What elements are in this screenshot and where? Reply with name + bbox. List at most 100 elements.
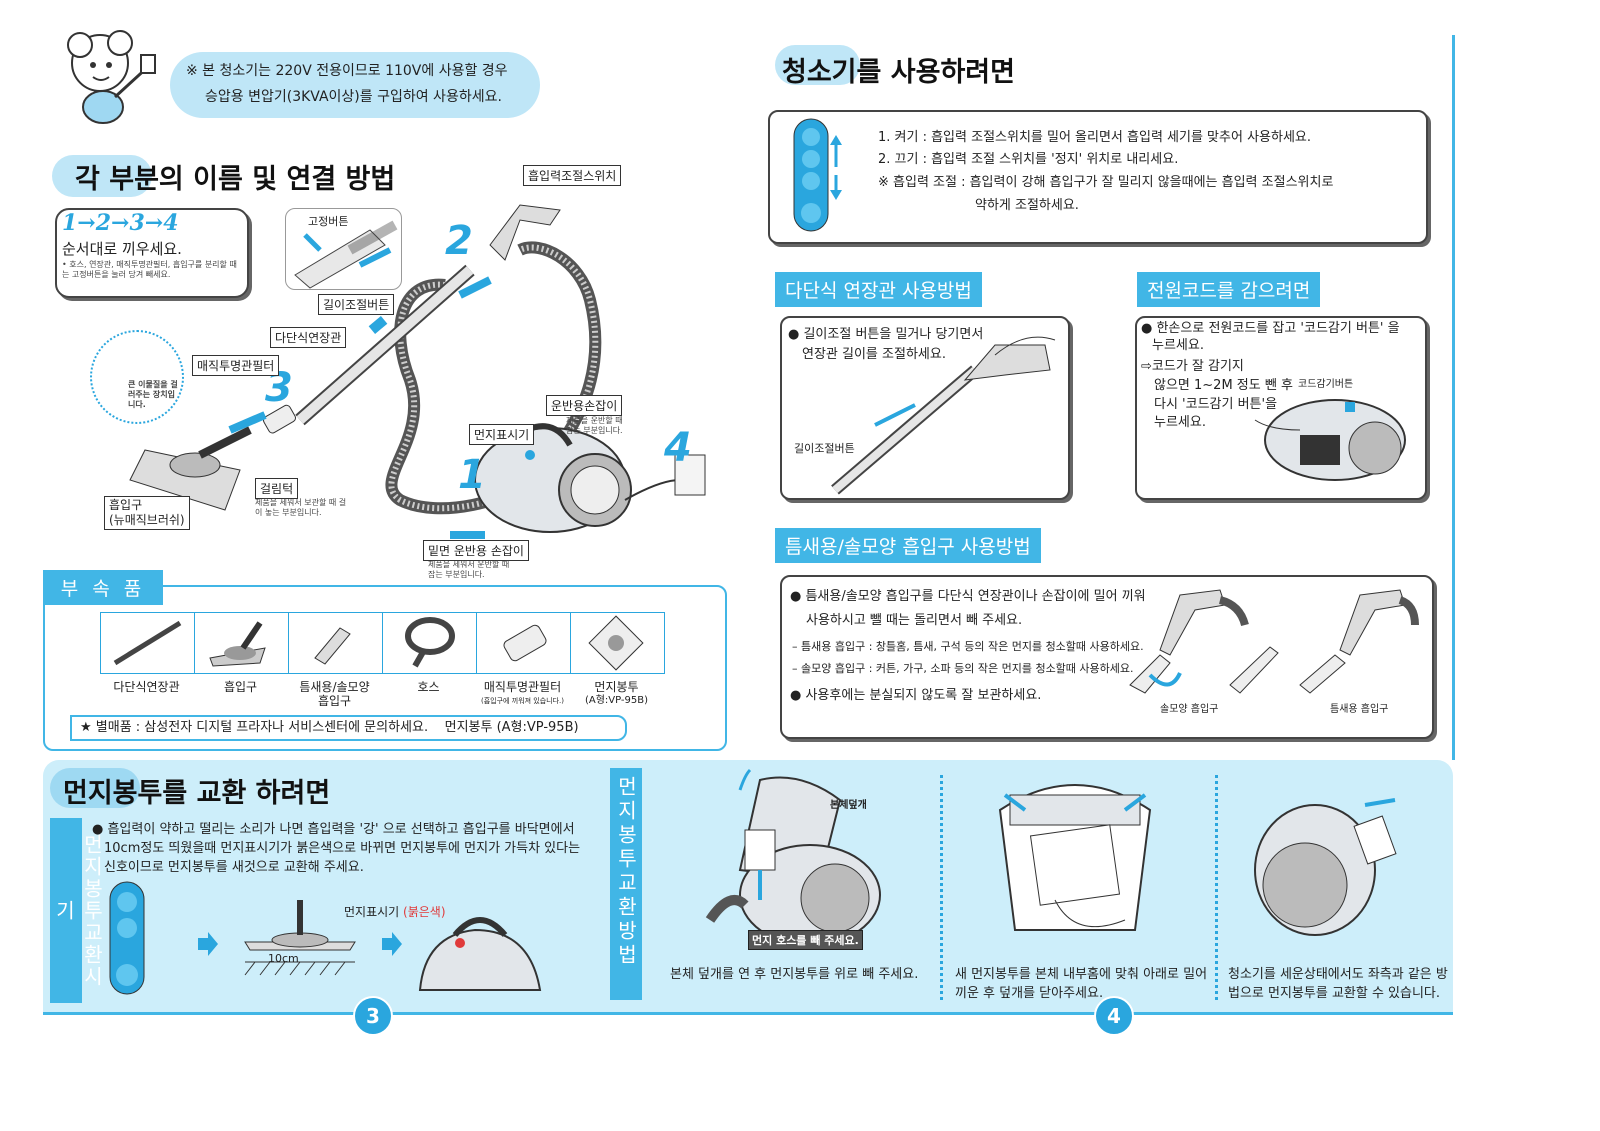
crevice-line4: – 솔모양 흡입구 : 커튼, 가구, 소파 등의 작은 먼지를 청소할때 사용… [792, 662, 1134, 675]
usage-line4: 약하게 조절하세요. [975, 198, 1079, 213]
bag-text-line3: 신호이므로 먼지봉투를 새것으로 교환해 주세요. [104, 860, 364, 875]
nozzle-line1: 흡입구 [109, 498, 143, 512]
crevice-line3: – 틈새용 흡입구 : 창틀홈, 틈새, 구석 등의 작은 먼지를 청소할때 사… [792, 640, 1144, 653]
accessory-label-bag: 먼지봉투(A형:VP-95B) [584, 680, 649, 706]
usage-line3: ※ 흡입력 조절 : 흡입력이 강해 흡입구가 잘 밀리지 않을때에는 흡입력 … [878, 175, 1334, 190]
tube-text-line2: 연장관 길이를 조절하세요. [802, 347, 946, 362]
section-title-parts: 각 부분의 이름 및 연결 방법 [75, 164, 396, 195]
accessory-label-hose: 호스 [417, 680, 440, 694]
cord-text-line4: 않으면 1~2M 정도 뺀 후 [1154, 378, 1293, 393]
right-edge-line [1452, 35, 1455, 760]
step-divider-2 [1215, 775, 1218, 1000]
accessory-crevice-icon [314, 627, 351, 665]
step2-caption: 새 먼지봉투를 본체 내부홈에 맞춰 아래로 밀어 끼운 후 덮개를 닫아주세요… [955, 967, 1208, 1001]
accessory-note: ★ 별매품 : 삼성전자 디지털 프라자나 서비스센터에 문의하세요. 먼지봉투… [70, 715, 627, 741]
accessory-label-tube: 다단식연장관 [113, 680, 180, 694]
crevice-line1: ● 틈새용/솔모양 흡입구를 다단식 연장관이나 손잡이에 밀어 끼워 [790, 589, 1146, 604]
crevice-tools-drawing [1129, 589, 1419, 694]
arrow-right-icon [198, 932, 218, 956]
order-text: 순서대로 끼우세요. [62, 240, 182, 258]
step1-caption: 본체 덮개를 연 후 먼지봉투를 위로 빼 주세요. [670, 967, 919, 982]
accessory-filter-icon [503, 624, 547, 662]
bag-text-line2: 10cm정도 띄웠을때 먼지표시기가 붉은색으로 바뀌면 먼지봉투에 먼지가 가… [104, 841, 581, 856]
usage-panel [768, 110, 1428, 244]
usage-line2: 2. 끄기 : 흡입력 조절 스위치를 '정지' 위치로 내리세요. [878, 152, 1179, 167]
arrow-right-icon-2 [382, 932, 402, 956]
accessory-hose-icon [405, 617, 455, 668]
crevice-line5: ● 사용후에는 분실되지 않도록 잘 보관하세요. [790, 688, 1042, 703]
crevice-label: 틈새용 흡입구 [1330, 704, 1389, 715]
carry-handle-note: 제품을 운반할 때 잡는 부분입니다. [566, 416, 623, 435]
brush-label: 솔모양 흡입구 [1160, 704, 1219, 715]
step2-insert-bag-drawing [998, 784, 1152, 931]
hook-note: 제품을 세워서 보관할 때 걸이 놓는 부분입니다. [255, 498, 347, 517]
power-switch-icon [109, 881, 145, 995]
usage-line1: 1. 켜기 : 흡입력 조절스위치를 밀어 올리면서 흡입력 세기를 맞추어 사… [878, 130, 1311, 145]
callout-hook: 걸림턱 [255, 478, 299, 499]
order-steps: 1→2→3→4 [62, 210, 179, 236]
page-number-left: 3 [353, 996, 393, 1036]
section-title-usage: 청소기를 사용하려면 [782, 57, 1015, 88]
step3-upright-drawing [1254, 798, 1397, 936]
cord-text-line2: 누르세요. [1152, 338, 1204, 353]
step-number-4: 4 [664, 425, 692, 471]
page-number-right: 4 [1094, 996, 1134, 1036]
bag-text-line1: ● 흡입력이 약하고 떨리는 소리가 나면 흡입력을 '강' 으로 선택하고 흡… [92, 822, 575, 837]
callout-magic-filter: 매직투명관필터 [192, 355, 280, 376]
vacuum-assembly-illustration [129, 204, 706, 539]
callout-suction-switch: 흡입력조절스위치 [523, 165, 622, 186]
accessory-nozzle-icon [209, 621, 266, 667]
callout-dust-indicator: 먼지표시기 [469, 424, 535, 445]
order-box [55, 208, 249, 298]
crevice-panel [780, 575, 1434, 739]
fixed-button-label: 고정버튼 [308, 215, 349, 228]
bottom-handle-note: 제품을 세워서 운반할 때 잡는 부분입니다. [428, 560, 510, 579]
accessory-tube-icon [113, 620, 182, 666]
hose-label: 먼지 호스를 빼 주세요. [748, 930, 863, 950]
voltage-note-bg [170, 52, 540, 118]
cord-text-line3: ⇨코드가 잘 감기지 [1141, 359, 1244, 374]
step1-open-cover-drawing [705, 768, 881, 946]
tube-text-line1: ● 길이조절 버튼을 밀거나 당기면서 [788, 327, 984, 342]
section-title-bag: 먼지봉투를 교환 하려면 [63, 778, 331, 809]
accessory-label-nozzle: 흡입구 [223, 680, 258, 694]
step3-caption: 청소기를 세운상태에서도 좌측과 같은 방법으로 먼지봉투를 교환할 수 있습니… [1228, 967, 1448, 1001]
accessories-title: 부 속 품 [43, 570, 163, 605]
voltage-note-line1: ※ 본 청소기는 220V 전용이므로 110V에 사용할 경우 [186, 63, 508, 79]
callout-bottom-handle: 밑면 운반용 손잡이 [423, 540, 529, 561]
suction-switch-icon [793, 118, 842, 232]
order-note: • 호스, 연장관, 매직투명관필터, 흡입구를 분리할 때는 고정버튼을 눌러… [62, 260, 237, 279]
step-number-1: 1 [458, 452, 486, 498]
height-label: 10cm [268, 952, 299, 965]
voltage-note-line2: 승압용 변압기(3KVA이상)를 구입하여 사용하세요. [205, 89, 502, 105]
cord-text-line6: 누르세요. [1154, 415, 1206, 430]
accessory-bag-icon [588, 615, 644, 671]
callout-nozzle: 흡입구 (뉴매직브러쉬) [104, 496, 190, 530]
cord-title: 전원코드를 감으려면 [1137, 272, 1321, 307]
indicator-label: 먼지표시기 (붉은색) [344, 905, 446, 919]
filter-note: 큰 이물질을 걸러주는 장치입니다. [128, 380, 178, 409]
cord-text-line1: ● 한손으로 전원코드를 잡고 '코드감기 버튼' 을 [1141, 321, 1400, 336]
tube-button-label: 길이조절버튼 [794, 442, 855, 455]
tube-title: 다단식 연장관 사용방법 [775, 272, 982, 307]
cord-text-line5: 다시 '코드감기 버튼'을 [1154, 397, 1278, 412]
step-number-2: 2 [445, 218, 473, 264]
cover-label: 본체덮개 [830, 800, 867, 811]
crevice-title: 틈새용/솔모양 흡입구 사용방법 [775, 528, 1041, 563]
cord-button-label: 코드감기버튼 [1298, 379, 1354, 390]
tube-detail-drawing [294, 220, 398, 289]
callout-length-button: 길이조절버튼 [318, 294, 395, 315]
vertical-label-bag-method: 먼지봉투교환방법 [610, 768, 642, 1000]
step-divider-1 [940, 775, 943, 1000]
callout-telescopic-tube: 다단식연장관 [270, 327, 347, 348]
crevice-line2: 사용하시고 뺄 때는 돌리면서 빼 주세요. [806, 613, 1023, 628]
cord-body-drawing [1254, 399, 1406, 481]
tube-usage-drawing [831, 336, 1056, 495]
nozzle-lift-drawing [244, 900, 356, 976]
accessory-label-filter: 매직투명관필터(흡입구에 끼워져 있습니다.) [481, 680, 564, 705]
callout-carry-handle: 운반용손잡이 [546, 395, 623, 416]
body-indicator-drawing [418, 917, 542, 991]
filter-detail-circle [90, 330, 184, 424]
nozzle-line2: (뉴매직브러쉬) [109, 513, 185, 527]
